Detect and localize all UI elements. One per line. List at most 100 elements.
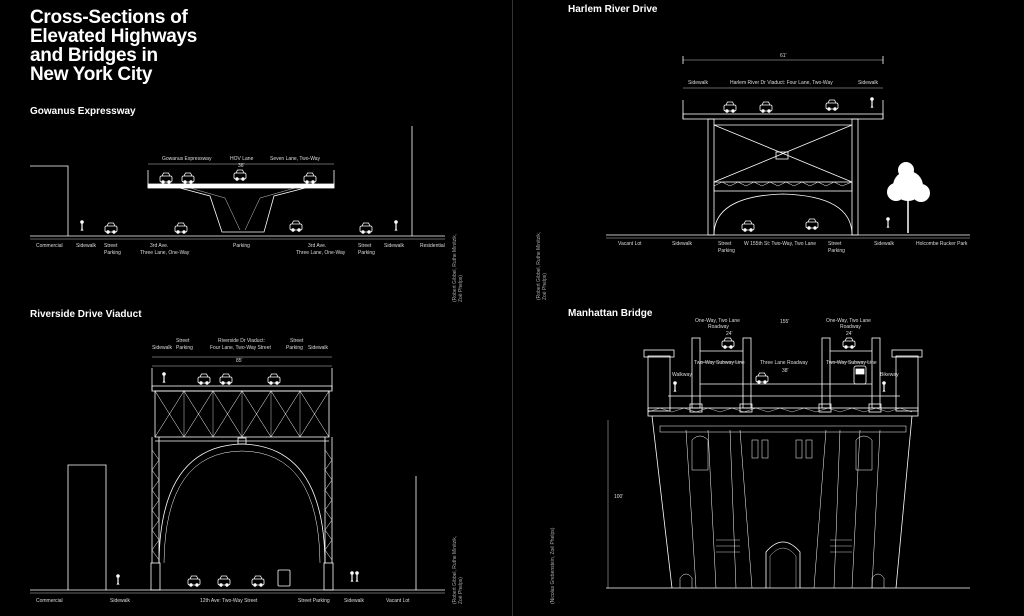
label: Seven Lane, Two-Way [270, 156, 321, 162]
riverside-section [30, 356, 445, 594]
label: 3rd Ave. [308, 243, 326, 249]
gowanus-pier [179, 187, 306, 233]
label: Street [718, 241, 732, 247]
label: Parking [233, 243, 250, 249]
gowanus-labels: Gowanus Expressway HOV Lane Seven Lane, … [36, 156, 464, 302]
riverside-deck [151, 385, 333, 392]
label: Roadway [840, 324, 861, 330]
label: Street [290, 338, 304, 344]
riverside-building-left [67, 464, 107, 590]
label: Walkway [672, 372, 692, 378]
car-icon [359, 222, 373, 234]
car-icon [181, 172, 195, 184]
car-icon [159, 172, 173, 184]
label: Three Lane, One-Way [140, 250, 190, 256]
label: Parking [286, 345, 303, 351]
label: Sidewalk [110, 598, 131, 604]
label: Sidewalk [688, 80, 709, 86]
label: Parking [176, 345, 193, 351]
label: Street Parking [298, 598, 330, 604]
car-icon [233, 169, 247, 181]
manhattan-heading: Manhattan Bridge [568, 308, 653, 319]
car-icon [104, 222, 118, 234]
width-label: 36' [238, 163, 245, 169]
cyclist-icon [881, 381, 887, 393]
harlem-node [775, 151, 789, 160]
tree-icon [887, 162, 930, 233]
label: Commercial [36, 598, 63, 604]
label: Three Lane Roadway [760, 360, 808, 366]
label: Two-Way Subway Line [694, 360, 745, 366]
car-icon [187, 575, 201, 587]
label: Two-Way Subway Line [826, 360, 877, 366]
width-label: 38' [782, 368, 789, 374]
label: Sidewalk [384, 243, 405, 249]
label: Sidewalk [858, 80, 879, 86]
car-icon [721, 337, 735, 349]
height-label: 100' [614, 494, 623, 500]
harlem-truss [713, 181, 853, 192]
car-icon [289, 220, 303, 232]
width-label: 85' [236, 358, 243, 364]
car-icon [197, 373, 211, 385]
gowanus-building-left [30, 165, 69, 236]
label: 12th Ave: Two-Way Street [200, 598, 258, 604]
pedestrian-icon [79, 220, 85, 232]
car-icon [267, 373, 281, 385]
credit: Zoë Phelps) [542, 273, 548, 300]
riverside-heading: Riverside Drive Viaduct [30, 309, 142, 320]
riverside-pier [323, 562, 334, 591]
label: Harlem River Dr Viaduct: Four Lane, Two-… [730, 80, 833, 86]
manhattan-labels: One-Way, Two Lane Roadway 24' 155' One-W… [550, 318, 899, 604]
car-icon [303, 172, 317, 184]
label: Residential [420, 243, 445, 249]
harlem-labels: 61' Sidewalk Harlem River Dr Viaduct: Fo… [536, 53, 968, 300]
label: One-Way, Two Lane [695, 318, 740, 324]
credit: (Nicolas Grebenstein, Zoë Phelps) [550, 527, 556, 604]
width-label: 61' [780, 53, 787, 59]
car-icon [251, 575, 265, 587]
label: Sidewalk [344, 598, 365, 604]
manhattan-section [606, 337, 970, 589]
harlem-column [851, 118, 859, 236]
label: W 155th St: Two-Way, Two Lane [744, 241, 816, 247]
pedestrian-icon [394, 220, 398, 232]
label: Street [358, 243, 372, 249]
pedestrian-icon [355, 570, 359, 583]
car-icon [217, 575, 231, 587]
car-icon [755, 372, 769, 384]
label: Parking [358, 250, 375, 256]
gowanus-heading: Gowanus Expressway [30, 106, 136, 117]
manhattan-tower-right [895, 355, 919, 412]
credit: Zoë Phelps) [458, 275, 464, 302]
label: Street [828, 241, 842, 247]
credit: (Robert Gibbel, Ruthe Minitzik, [536, 232, 542, 300]
car-icon [174, 222, 188, 234]
label: Four Lane, Two-Way Street [210, 345, 271, 351]
label: HOV Lane [230, 156, 254, 162]
width-label: 24' [726, 331, 733, 337]
panel-divider [512, 0, 513, 616]
harlem-arch [713, 193, 853, 236]
label: Gowanus Expressway [162, 156, 212, 162]
label: One-Way, Two Lane [826, 318, 871, 324]
label: Parking [718, 248, 735, 254]
label: Parking [828, 248, 845, 254]
pedestrian-icon [885, 217, 891, 229]
car-icon [825, 99, 839, 111]
label: Sidewalk [308, 345, 329, 351]
manhattan-archway [765, 541, 801, 588]
label: Street [104, 243, 118, 249]
pedestrian-icon [162, 372, 166, 384]
label: Sidewalk [672, 241, 693, 247]
riverside-pier [150, 562, 161, 591]
car-icon [723, 101, 737, 113]
car-icon [759, 101, 773, 113]
harlem-section [606, 56, 970, 239]
label: Sidewalk [76, 243, 97, 249]
car-icon [219, 373, 233, 385]
label: 3rd Ave. [150, 243, 168, 249]
label: Commercial [36, 243, 63, 249]
gowanus-deck [147, 183, 335, 189]
truck-icon [277, 569, 291, 587]
